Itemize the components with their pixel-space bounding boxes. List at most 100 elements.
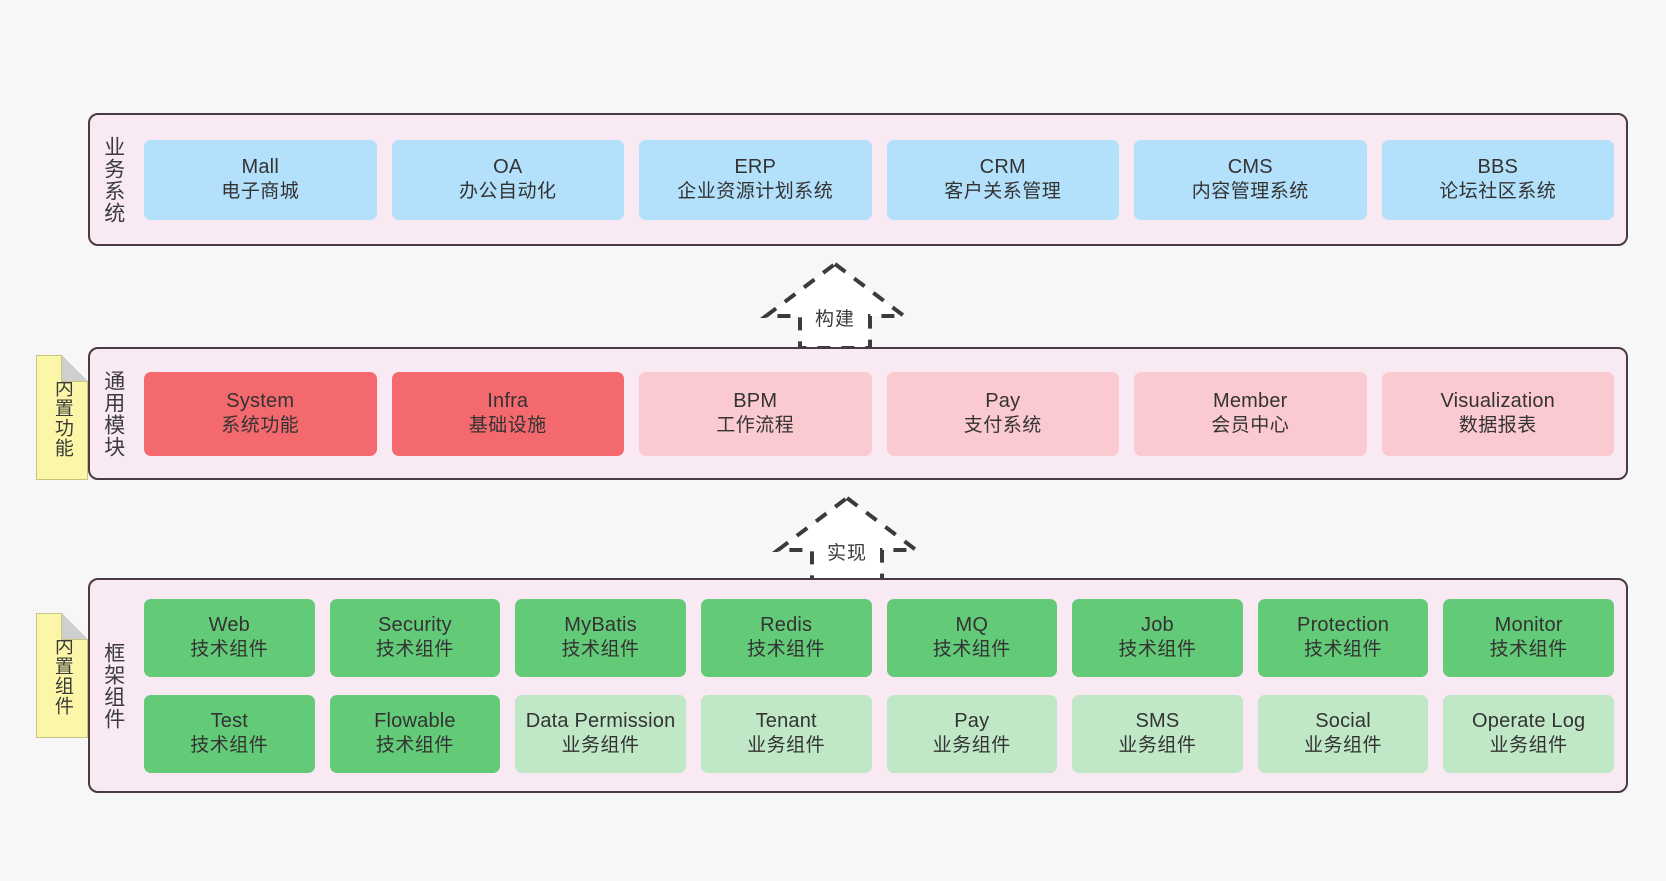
node-visualization[interactable]: Visualization 数据报表 [1381, 371, 1614, 456]
node-sms-cn: 业务组件 [1118, 735, 1197, 757]
node-social-en: Social [1315, 709, 1371, 732]
layer-modules-body: System 系统功能 Infra 基础设施 BPM 工作流程 Pay 支付系统… [136, 349, 1626, 478]
layer-framework-components: 框架组件 Web 技术组件 Security 技术组件 MyBatis 技术组件… [88, 578, 1628, 793]
node-data-permission-en: Data Permission [525, 709, 676, 732]
node-web-en: Web [208, 613, 250, 636]
node-test-cn: 技术组件 [190, 735, 269, 757]
node-protection-en: Protection [1297, 613, 1390, 636]
node-web[interactable]: Web 技术组件 [144, 598, 315, 677]
node-data-permission-cn: 业务组件 [561, 735, 640, 757]
node-infra[interactable]: Infra 基础设施 [391, 371, 624, 456]
node-web-cn: 技术组件 [190, 639, 269, 661]
node-job-cn: 技术组件 [1118, 639, 1197, 661]
node-pay-component-cn: 业务组件 [932, 735, 1011, 757]
node-oa[interactable]: OA 办公自动化 [391, 139, 624, 220]
node-mq-cn: 技术组件 [932, 639, 1011, 661]
node-mall-cn: 电子商城 [221, 181, 300, 203]
node-flowable-en: Flowable [374, 709, 456, 732]
node-social-cn: 业务组件 [1304, 735, 1383, 757]
node-mq[interactable]: MQ 技术组件 [886, 598, 1058, 677]
node-monitor-cn: 技术组件 [1489, 639, 1568, 661]
node-bbs-en: BBS [1477, 155, 1519, 178]
node-operate-log-en: Operate Log [1471, 709, 1586, 732]
connector-implement-label: 实现 [826, 543, 867, 564]
node-monitor-en: Monitor [1494, 613, 1563, 636]
connector-build-shape [760, 261, 910, 350]
node-security-cn: 技术组件 [375, 639, 454, 661]
note-builtin-components-label: 内置组件 [51, 635, 73, 716]
framework-tech-row: Web 技术组件 Security 技术组件 MyBatis 技术组件 Redi… [144, 598, 1614, 677]
node-cms-cn: 内容管理系统 [1191, 181, 1309, 203]
node-pay-module[interactable]: Pay 支付系统 [886, 371, 1119, 456]
node-member[interactable]: Member 会员中心 [1134, 371, 1367, 456]
node-tenant-en: Tenant [755, 709, 817, 732]
node-test[interactable]: Test 技术组件 [144, 694, 315, 773]
node-bbs[interactable]: BBS 论坛社区系统 [1381, 139, 1614, 220]
node-tenant-cn: 业务组件 [747, 735, 826, 757]
node-pay-component[interactable]: Pay 业务组件 [886, 694, 1058, 773]
node-bbs-cn: 论坛社区系统 [1439, 181, 1557, 203]
node-system-cn: 系统功能 [221, 415, 300, 437]
layer-modules-title: 通用模块 [101, 369, 125, 458]
node-crm-cn: 客户关系管理 [944, 181, 1062, 203]
node-job[interactable]: Job 技术组件 [1072, 598, 1243, 677]
connector-build-arrow: 构建 [760, 258, 910, 353]
node-pay-component-en: Pay [954, 709, 990, 732]
node-protection-cn: 技术组件 [1304, 639, 1383, 661]
node-test-en: Test [210, 709, 249, 732]
node-visualization-cn: 数据报表 [1458, 415, 1537, 437]
node-bpm-en: BPM [733, 389, 778, 412]
note-builtin-functions: 内置功能 [36, 355, 88, 480]
node-flowable-cn: 技术组件 [375, 735, 454, 757]
node-cms-en: CMS [1227, 155, 1273, 178]
node-security-en: Security [378, 613, 452, 636]
note-builtin-components: 内置组件 [36, 613, 88, 738]
connector-build-label: 构建 [814, 309, 855, 330]
node-redis[interactable]: Redis 技术组件 [700, 598, 872, 677]
node-visualization-en: Visualization [1440, 389, 1556, 412]
node-data-permission[interactable]: Data Permission 业务组件 [515, 694, 686, 773]
node-oa-en: OA [493, 155, 523, 178]
note-builtin-functions-label: 内置功能 [51, 377, 73, 458]
node-member-cn: 会员中心 [1211, 415, 1290, 437]
node-cms[interactable]: CMS 内容管理系统 [1134, 139, 1367, 220]
node-bpm-cn: 工作流程 [716, 415, 795, 437]
node-mq-en: MQ [955, 613, 989, 636]
connector-implement-shape [772, 495, 922, 584]
node-system[interactable]: System 系统功能 [144, 371, 377, 456]
node-pay-module-en: Pay [985, 389, 1021, 412]
node-erp[interactable]: ERP 企业资源计划系统 [639, 139, 872, 220]
business-node-row: Mall 电子商城 OA 办公自动化 ERP 企业资源计划系统 CRM 客户关系… [144, 139, 1614, 220]
node-bpm[interactable]: BPM 工作流程 [639, 371, 872, 456]
node-mybatis-en: MyBatis [564, 613, 637, 636]
node-erp-en: ERP [734, 155, 777, 178]
node-tenant[interactable]: Tenant 业务组件 [700, 694, 872, 773]
node-mall[interactable]: Mall 电子商城 [144, 139, 377, 220]
node-crm[interactable]: CRM 客户关系管理 [886, 139, 1119, 220]
node-social[interactable]: Social 业务组件 [1257, 694, 1429, 773]
node-crm-en: CRM [979, 155, 1026, 178]
layer-business-body: Mall 电子商城 OA 办公自动化 ERP 企业资源计划系统 CRM 客户关系… [136, 115, 1626, 244]
node-sms-en: SMS [1135, 709, 1180, 732]
node-operate-log[interactable]: Operate Log 业务组件 [1443, 694, 1614, 773]
node-flowable[interactable]: Flowable 技术组件 [329, 694, 501, 773]
node-mybatis-cn: 技术组件 [561, 639, 640, 661]
node-member-en: Member [1212, 389, 1288, 412]
node-mybatis[interactable]: MyBatis 技术组件 [515, 598, 686, 677]
node-infra-en: Infra [487, 389, 529, 412]
modules-node-row: System 系统功能 Infra 基础设施 BPM 工作流程 Pay 支付系统… [144, 371, 1614, 456]
connector-implement-arrow: 实现 [772, 492, 922, 587]
node-protection[interactable]: Protection 技术组件 [1257, 598, 1429, 677]
layer-business-title: 业务系统 [101, 135, 125, 224]
node-job-en: Job [1141, 613, 1174, 636]
node-monitor[interactable]: Monitor 技术组件 [1443, 598, 1614, 677]
node-operate-log-cn: 业务组件 [1489, 735, 1568, 757]
layer-framework-body: Web 技术组件 Security 技术组件 MyBatis 技术组件 Redi… [136, 580, 1626, 791]
node-redis-en: Redis [760, 613, 813, 636]
node-security[interactable]: Security 技术组件 [329, 598, 501, 677]
node-redis-cn: 技术组件 [747, 639, 826, 661]
node-sms[interactable]: SMS 业务组件 [1072, 694, 1243, 773]
node-infra-cn: 基础设施 [468, 415, 547, 437]
layer-business-systems: 业务系统 Mall 电子商城 OA 办公自动化 ERP 企业资源计划系统 CRM [88, 113, 1628, 246]
